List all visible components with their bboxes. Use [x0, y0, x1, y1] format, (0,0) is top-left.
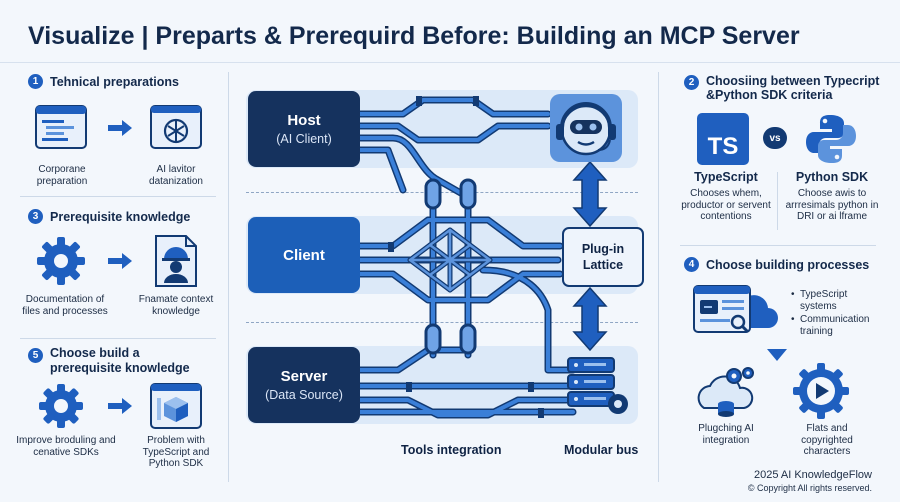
step-label-line-2: &Python SDK criteria	[706, 88, 833, 102]
plugin-line-2: Lattice	[582, 258, 624, 272]
caption-ai-lavitor: AI lavitor datanization	[149, 164, 203, 187]
caption-plugching: Plugching AI integration	[698, 423, 754, 446]
left-divider-2	[20, 338, 216, 339]
step-label: Choose building processes	[706, 257, 870, 272]
plugin-line-1: Plug-in	[581, 242, 625, 256]
cloud-gears-icon	[694, 364, 758, 427]
step-label: Tehnical preparations	[50, 74, 179, 89]
step-label-line-1: Choosiing between Typecript	[706, 74, 880, 88]
right-divider	[680, 245, 876, 246]
vs-badge: vs	[763, 127, 787, 149]
footer-copyright: © Copyright All rights reserved.	[747, 483, 872, 493]
cube-window-icon	[148, 378, 204, 434]
right-column-divider	[658, 72, 659, 482]
gear-icon	[33, 233, 89, 289]
step-label: Prerequisite knowledge	[50, 209, 191, 224]
caption-fnamate: Fnamate context knowledge	[138, 294, 214, 317]
gear-icon	[33, 378, 89, 434]
server-stack-icon	[560, 352, 632, 423]
footer-brand: 2025 AI KnowledgeFlow	[753, 469, 872, 481]
tools-integration-label: Tools integration	[401, 443, 502, 457]
ai-window-icon	[148, 100, 204, 156]
arrow-right-icon	[107, 398, 133, 419]
section-choose-sdk: 2 Choosiing between Typecript &Python SD…	[684, 74, 879, 102]
host-sub: (AI Client)	[276, 132, 332, 146]
step-number: 2	[684, 75, 699, 90]
server-sub: (Data Source)	[265, 388, 343, 402]
play-gear-icon	[790, 360, 852, 427]
plugin-lattice-box: Plug-in Lattice	[562, 227, 644, 287]
caption-flats: Flats and copyrighted characters	[801, 423, 853, 457]
section-choose-build: 5 Choose build a prerequisite knowledge	[28, 346, 200, 376]
step-number: 3	[28, 209, 43, 224]
step-label: Choose build a prerequisite knowledge	[50, 346, 190, 375]
left-divider-1	[20, 196, 216, 197]
caption-documentation: Documentation of files and processes	[22, 294, 108, 317]
section-technical-preparations: 1 Tehnical preparations	[28, 74, 179, 89]
host-name: Host	[287, 112, 321, 129]
step-number: 4	[684, 257, 699, 272]
client-node: Client	[248, 217, 360, 293]
python-column: Python SDK Choose awis to arrresimals py…	[784, 170, 880, 223]
modular-bus-label: Modular bus	[564, 443, 639, 457]
build-bullets: TypeScript systems Communication trainin…	[791, 289, 877, 337]
python-logo-icon	[804, 112, 858, 171]
server-node: Server (Data Source)	[248, 347, 360, 423]
lane-divider-1	[246, 192, 638, 193]
pipe-network	[356, 96, 608, 419]
bullet-item: Communication training	[791, 314, 877, 337]
document-editor-icon	[690, 282, 782, 345]
client-name: Client	[283, 246, 325, 264]
section-prerequisite-knowledge: 3 Prerequisite knowledge	[28, 209, 190, 224]
triangle-down-icon	[766, 348, 788, 367]
sdk-divider	[777, 172, 778, 230]
step-number: 1	[28, 74, 43, 89]
worker-document-icon	[148, 233, 204, 289]
step-number: 5	[28, 348, 43, 363]
footer: 2025 AI KnowledgeFlow © Copyright All ri…	[748, 469, 872, 493]
typescript-column: TypeScript Chooses whem, productor or se…	[676, 170, 776, 223]
caption-improve: Improve broduling and cenative SDKs	[16, 435, 116, 458]
title-divider	[0, 62, 900, 63]
python-desc: Choose awis to arrresimals python in DRI…	[785, 188, 879, 222]
code-window-icon	[33, 100, 89, 156]
arrow-right-icon	[107, 253, 133, 274]
bullet-item: TypeScript systems	[791, 289, 877, 312]
typescript-desc: Chooses whem, productor or servent conte…	[681, 188, 771, 222]
step-label: Choosiing between Typecript &Python SDK …	[706, 74, 879, 102]
typescript-name: TypeScript	[694, 170, 758, 184]
python-name: Python SDK	[795, 170, 869, 184]
typescript-logo-icon: TS	[697, 113, 749, 165]
section-building-processes: 4 Choose building processes	[684, 257, 869, 272]
caption-corporane: Corporane preparation	[36, 164, 88, 187]
left-column-divider	[228, 72, 229, 482]
lane-divider-2	[246, 322, 638, 323]
caption-problem: Problem with TypeScript and Python SDK	[142, 435, 210, 469]
ts-badge-text: TS	[707, 133, 739, 160]
server-name: Server	[280, 368, 328, 385]
host-node: Host (AI Client)	[248, 91, 360, 167]
robot-headset-icon	[548, 92, 624, 169]
arrow-right-icon	[107, 120, 133, 141]
page-title: Visualize | Preparts & Prerequird Before…	[28, 22, 800, 50]
